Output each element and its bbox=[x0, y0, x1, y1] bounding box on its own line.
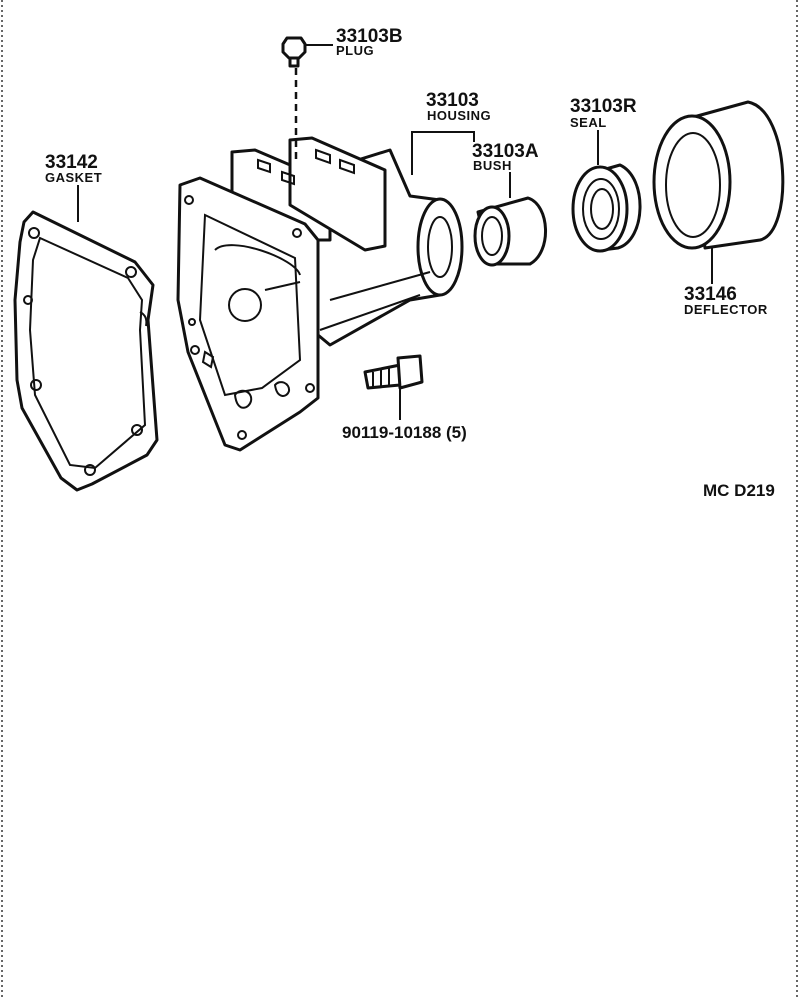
bush-drawing bbox=[473, 196, 547, 267]
deflector-part-number: 33146 bbox=[684, 284, 737, 305]
seal-part-number: 33103R bbox=[570, 96, 637, 117]
housing-leader bbox=[411, 131, 475, 175]
deflector-part-name: DEFLECTOR bbox=[684, 302, 768, 317]
gasket-part-name: GASKET bbox=[45, 170, 102, 185]
housing-part-name: HOUSING bbox=[427, 108, 491, 123]
bush-part-name: BUSH bbox=[473, 158, 512, 173]
plug-part-number: 33103B bbox=[336, 26, 403, 47]
plug-part-name: PLUG bbox=[336, 43, 374, 58]
housing-part-number: 33103 bbox=[426, 90, 479, 111]
housing-drawing bbox=[176, 136, 464, 452]
gasket-drawing bbox=[13, 210, 159, 492]
diagram-code: MC D219 bbox=[703, 481, 775, 500]
bolt-drawing bbox=[363, 354, 424, 390]
seal-part-name: SEAL bbox=[570, 115, 607, 130]
bolt-part-label: 90119-10188 (5) bbox=[342, 423, 467, 442]
bush-part-number: 33103A bbox=[472, 141, 539, 162]
deflector-drawing bbox=[652, 100, 785, 250]
gasket-part-number: 33142 bbox=[45, 152, 98, 173]
seal-drawing bbox=[571, 163, 642, 253]
plug-drawing bbox=[281, 36, 307, 160]
